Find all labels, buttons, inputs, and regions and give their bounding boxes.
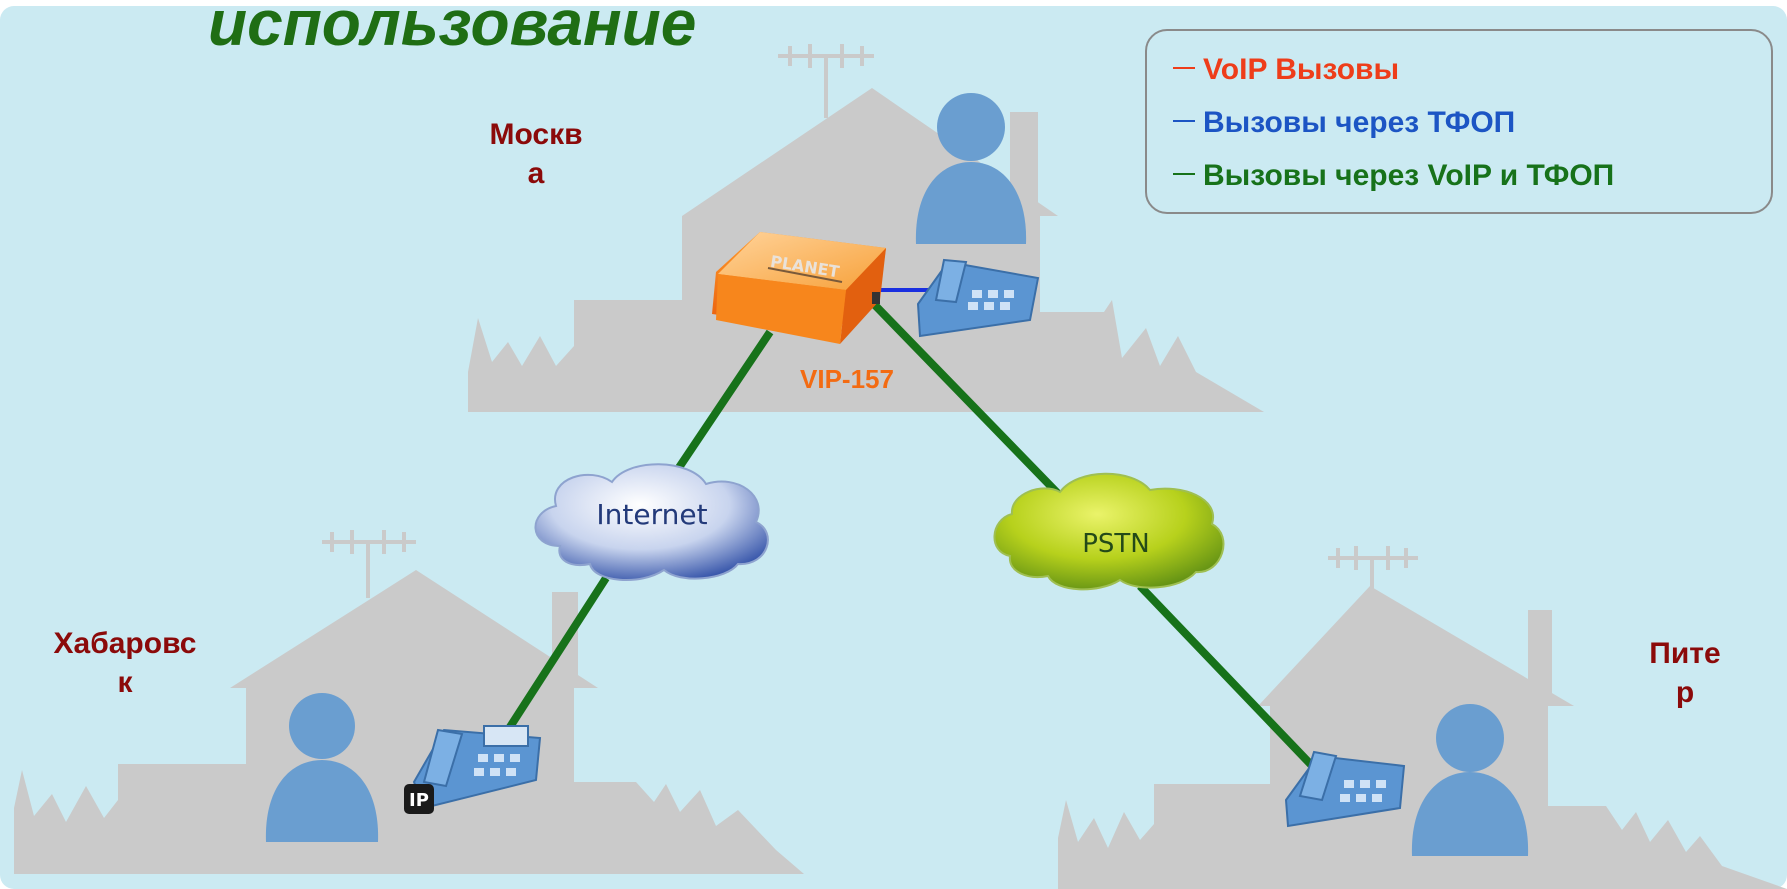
person-icon-khabarovsk [265, 693, 379, 842]
internet-cloud-icon: Internet [534, 463, 769, 581]
pstn-cloud-icon: PSTN [993, 472, 1225, 591]
legend-swatch-voip [1173, 67, 1195, 70]
ip-phone-icon [412, 725, 542, 810]
pstn-cloud-label: PSTN [1082, 529, 1150, 559]
city-label-moscow-line2: а [527, 157, 545, 190]
ip-badge-label: IP [409, 790, 429, 811]
internet-cloud-label: Internet [596, 498, 707, 531]
legend-label-mixed: Вызовы через VoIP и ТФОП [1203, 159, 1615, 192]
city-label-moscow-line1: Москв [489, 118, 583, 151]
antenna-icon-moscow [778, 44, 874, 118]
city-label-khabarovsk-line1: Хабаровс [53, 627, 197, 660]
legend-swatch-pstn [1173, 120, 1195, 123]
ip-badge-icon: IP [404, 784, 434, 814]
link-pstn-phone [1137, 583, 1321, 775]
gateway-icon: PLANET [712, 232, 886, 344]
legend-label-pstn: Вызовы через ТФОП [1203, 106, 1516, 139]
legend-item-pstn: Вызовы через ТФОП [1173, 106, 1515, 140]
link-gateway-internet [668, 329, 774, 481]
person-icon-moscow [915, 93, 1027, 244]
legend-label-voip: VoIP Вызовы [1203, 53, 1400, 86]
device-model-label: VIP-157 [800, 364, 894, 394]
antenna-icon-khabarovsk [322, 530, 416, 598]
phone-icon-piter [1284, 750, 1406, 828]
page-title: использование [208, 0, 697, 59]
legend-box: VoIP Вызовы Вызовы через ТФОП Вызовы чер… [1145, 29, 1773, 214]
city-label-khabarovsk-line2: к [117, 666, 133, 699]
city-label-piter-line1: Пите [1649, 637, 1721, 670]
city-label-moscow: Москв а [476, 115, 596, 193]
legend-item-voip: VoIP Вызовы [1173, 53, 1399, 87]
city-label-piter: Пите р [1620, 634, 1750, 712]
city-label-khabarovsk: Хабаровс к [40, 624, 210, 702]
phone-icon-moscow [916, 258, 1040, 338]
antenna-icon-piter [1328, 546, 1418, 614]
link-gateway-pstn [865, 295, 1075, 511]
legend-swatch-mixed [1173, 173, 1195, 176]
city-label-piter-line2: р [1675, 676, 1695, 709]
legend-item-mixed: Вызовы через VoIP и ТФОП [1173, 159, 1614, 193]
link-internet-ipphone [504, 575, 610, 733]
person-icon-piter [1411, 704, 1529, 856]
house-icon-piter [1058, 586, 1787, 889]
